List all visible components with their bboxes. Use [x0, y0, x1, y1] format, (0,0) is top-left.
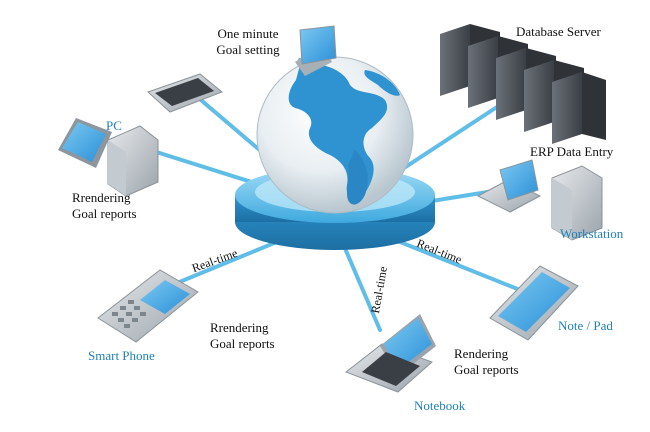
pc-icon	[58, 118, 159, 197]
rendering-right-label: Rendering Goal reports	[454, 346, 519, 378]
rendering-right-line1: Rendering	[454, 346, 509, 361]
smart-phone-label: Smart Phone	[88, 348, 155, 363]
notebook-label: Notebook	[414, 398, 466, 413]
database-server-label: Database Server	[516, 24, 601, 39]
rendering-right-line2: Goal reports	[454, 362, 519, 377]
goal-setting-laptop-icon	[147, 25, 337, 113]
notebook-icon	[344, 314, 436, 393]
note-pad-label: Note / Pad	[558, 318, 613, 333]
rrendering-center-line1: Rrendering	[210, 320, 269, 335]
erp-data-entry-label: ERP Data Entry	[530, 144, 614, 159]
workstation-icon	[476, 159, 603, 241]
rrendering-left-line1: Rrendering	[72, 190, 131, 205]
rrendering-center-label: Rrendering Goal reports	[210, 320, 275, 352]
note-pad-icon	[489, 265, 579, 341]
pc-label: PC	[106, 118, 122, 133]
smart-phone-icon	[97, 269, 199, 343]
workstation-label: Workstation	[560, 226, 624, 241]
globe-icon	[256, 56, 414, 214]
rrendering-left-line2: Goal reports	[72, 206, 137, 221]
goal-setting-label: One minute Goal setting	[208, 26, 288, 58]
goal-setting-line1: One minute	[217, 26, 279, 41]
goal-setting-line2: Goal setting	[216, 42, 280, 57]
database-server-icon	[440, 24, 606, 144]
rrendering-center-line2: Goal reports	[210, 336, 275, 351]
rrendering-left-label: Rrendering Goal reports	[72, 190, 137, 222]
